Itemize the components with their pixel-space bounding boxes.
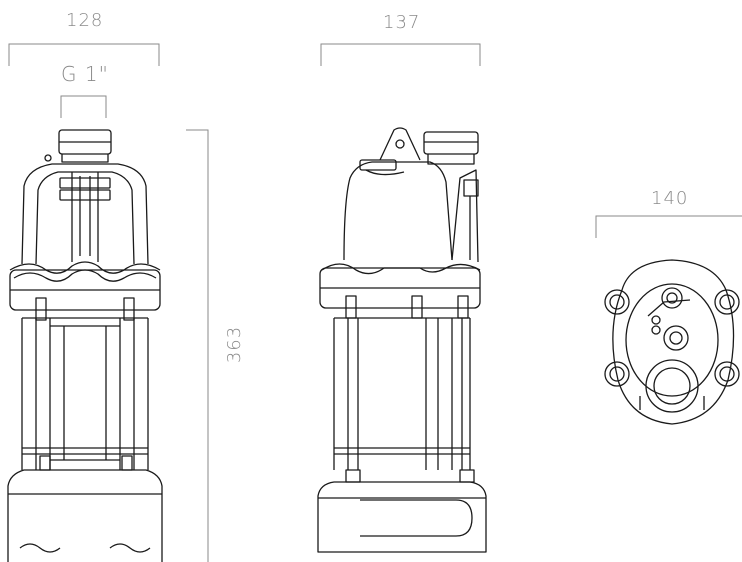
top-diameter-dimension-line	[595, 215, 742, 238]
front-width-label: 128	[66, 10, 104, 31]
thread-dimension-line	[60, 95, 107, 118]
pump-front-view	[7, 129, 163, 562]
pump-side-view	[317, 127, 487, 553]
thread-size-label: G 1"	[61, 62, 109, 86]
side-width-label: 137	[383, 12, 421, 33]
front-width-dimension-line	[8, 43, 160, 66]
pump-top-view	[604, 259, 740, 425]
top-diameter-label: 140	[651, 188, 689, 209]
side-width-dimension-line	[320, 43, 481, 66]
height-dimension-line	[186, 129, 209, 562]
